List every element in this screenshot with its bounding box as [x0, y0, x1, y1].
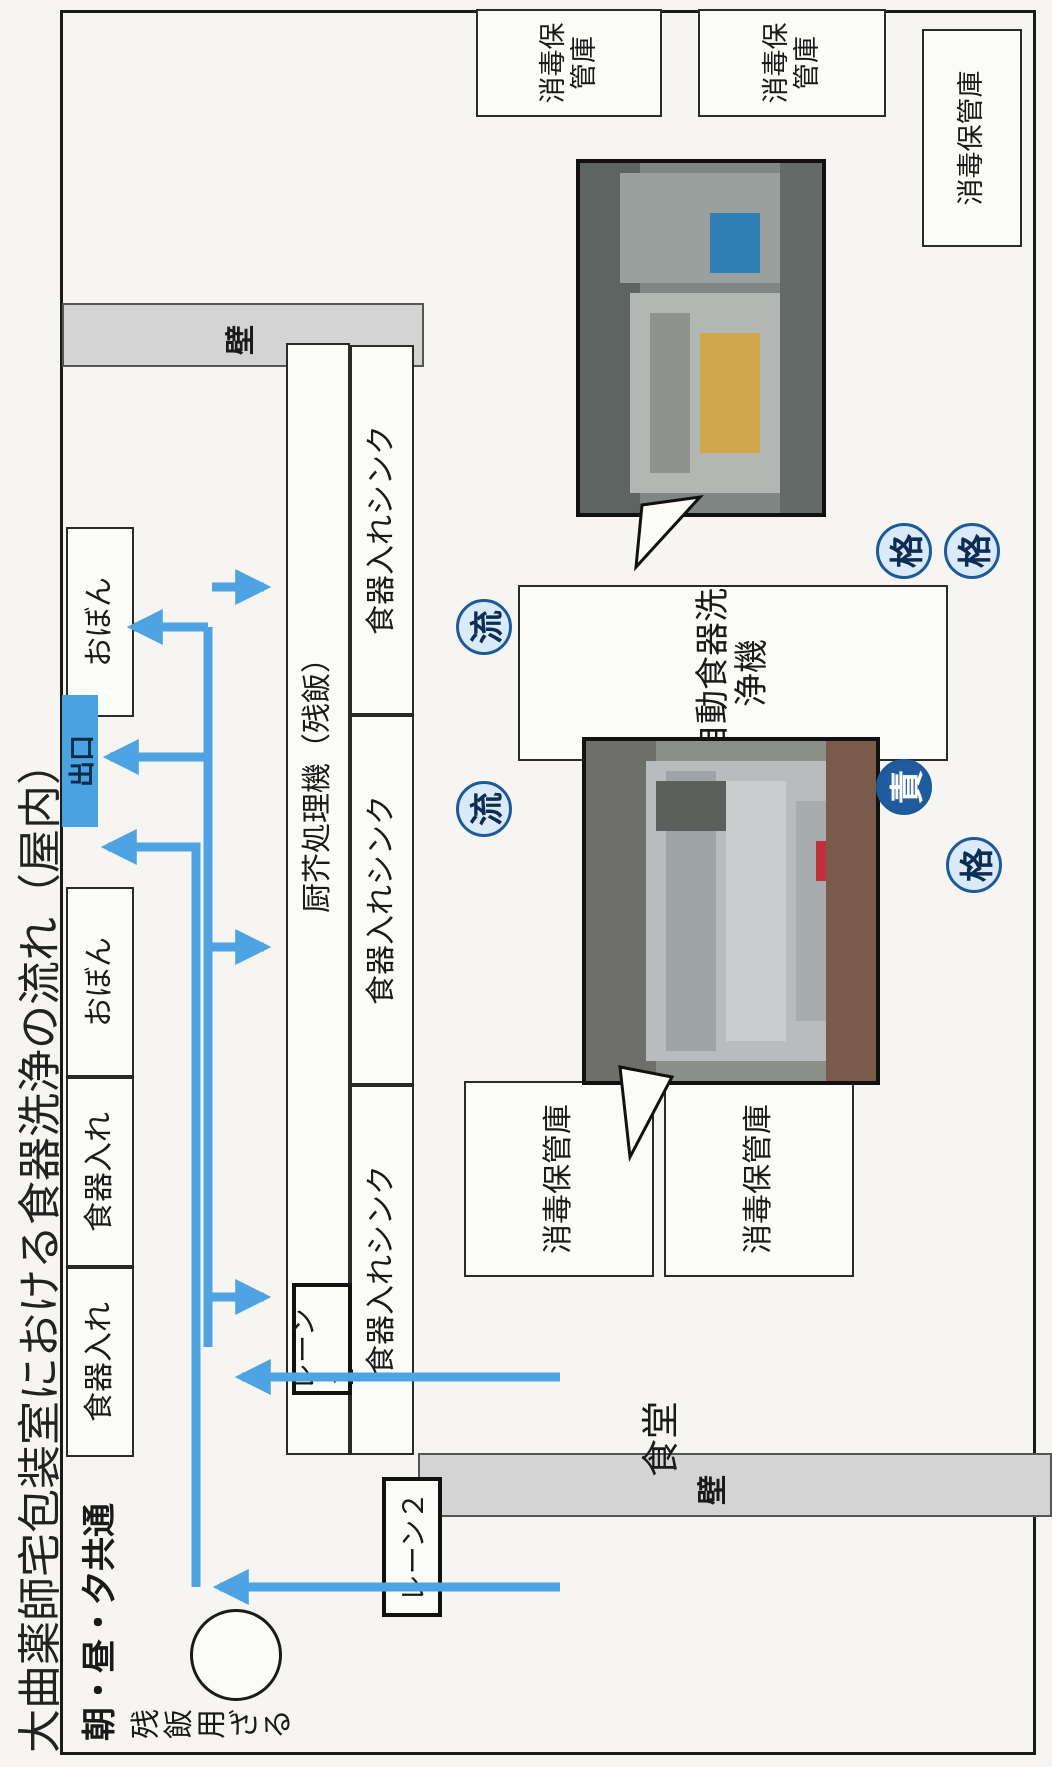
- dishwasher-photo-left: [582, 737, 880, 1085]
- callout-right: [634, 494, 704, 572]
- photo-callouts: [618, 494, 704, 1163]
- flow-lines: [100, 569, 560, 1605]
- dishwasher-photo-right-image: [580, 163, 822, 513]
- callout-left: [618, 1065, 675, 1163]
- dishwasher-photo-right: [576, 159, 826, 517]
- flow-main-up-1: [100, 829, 201, 1587]
- dishwasher-photo-left-image: [586, 741, 876, 1081]
